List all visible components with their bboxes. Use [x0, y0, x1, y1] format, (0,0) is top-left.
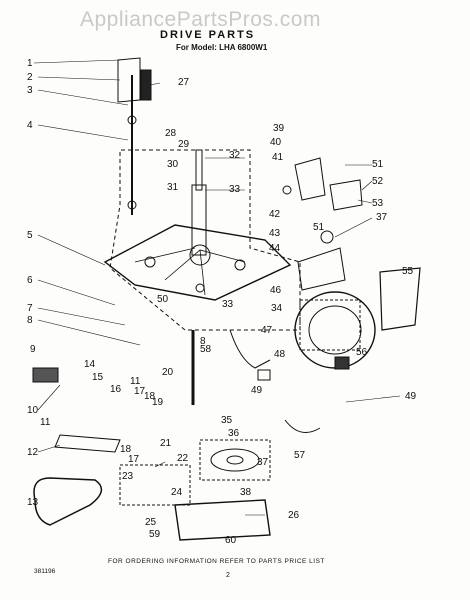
motor-bracket: [297, 247, 346, 291]
callout-17b: 17: [128, 454, 140, 465]
callout-8b: 8: [200, 336, 206, 347]
callout-25: 25: [145, 517, 157, 528]
callout-58: 58: [200, 344, 212, 355]
callout-49a: 49: [251, 385, 263, 396]
callout-9: 9: [30, 344, 36, 355]
callout-11b: 11: [130, 376, 141, 387]
callout-5: 5: [27, 230, 33, 241]
callout-21: 21: [160, 438, 172, 449]
callout-46: 46: [270, 285, 282, 296]
callout-52: 52: [372, 176, 384, 187]
callout-11: 11: [40, 417, 51, 428]
callout-47: 47: [261, 325, 273, 336]
callout-32: 32: [229, 150, 241, 161]
callout-15: 15: [92, 372, 104, 383]
top-bracket: [117, 57, 141, 103]
callout-7: 7: [27, 303, 33, 314]
callout-18b: 18: [120, 444, 132, 455]
callout-22: 22: [177, 453, 189, 464]
callout-27: 27: [178, 77, 190, 88]
callout-51b: 51: [313, 222, 325, 233]
callout-18a: 18: [144, 391, 156, 402]
callout-38: 38: [240, 487, 252, 498]
callout-6: 6: [27, 275, 33, 286]
callout-44: 44: [269, 243, 281, 254]
switch-9: [32, 367, 59, 383]
callout-2: 2: [27, 72, 33, 83]
callout-51a: 51: [372, 159, 384, 170]
callout-28: 28: [165, 128, 177, 139]
callout-37b: 37: [376, 212, 388, 223]
callout-19: 19: [152, 397, 164, 408]
brake-lever-bar: [54, 434, 121, 453]
callout-17a: 17: [134, 386, 146, 397]
callout-20: 20: [162, 367, 174, 378]
callout-33a: 33: [229, 184, 241, 195]
callout-56: 56: [356, 347, 368, 358]
drive-pulley: [210, 448, 260, 472]
callout-4: 4: [27, 120, 33, 131]
callout-29: 29: [178, 139, 190, 150]
callout-48: 48: [274, 349, 286, 360]
callout-41: 41: [272, 152, 284, 163]
callout-3: 3: [27, 85, 33, 96]
motor-shield: [379, 267, 421, 331]
callout-8: 8: [27, 315, 33, 326]
callout-50: 50: [157, 294, 169, 305]
callout-39: 39: [273, 123, 285, 134]
callout-43: 43: [269, 228, 281, 239]
callout-26: 26: [288, 510, 300, 521]
callout-33b: 33: [222, 299, 234, 310]
dashed-assembly-outline: [109, 149, 301, 331]
callout-14: 14: [84, 359, 96, 370]
callout-31: 31: [167, 182, 179, 193]
callout-59: 59: [149, 529, 161, 540]
part-27-bar: [140, 69, 152, 101]
watermark: AppliancePartsPros.com: [80, 8, 321, 31]
mounting-platform: [103, 224, 292, 301]
drive-shaft-column: [191, 184, 207, 256]
part-47: [257, 369, 271, 381]
part-52: [329, 179, 363, 211]
callout-10: 10: [27, 405, 39, 416]
footer-ordering-note: FOR ORDERING INFORMATION REFER TO PARTS …: [108, 558, 325, 565]
motor-clamp: [284, 419, 321, 433]
document-code: 381196: [34, 568, 56, 575]
callout-40: 40: [270, 137, 282, 148]
model-line: For Model: LHA 6800W1: [176, 43, 268, 52]
callout-16: 16: [110, 384, 122, 395]
callout-35: 35: [221, 415, 233, 426]
hose-34: [229, 329, 271, 369]
callout-12: 12: [27, 447, 39, 458]
diagram-title: DRIVE PARTS: [160, 29, 256, 41]
callout-36: 36: [228, 428, 240, 439]
callout-13: 13: [27, 497, 39, 508]
capacitor-56: [334, 356, 350, 370]
callout-30: 30: [167, 159, 179, 170]
callout-23: 23: [122, 471, 134, 482]
pump-bracket: [294, 157, 326, 201]
gearcase: [174, 499, 271, 541]
callout-57: 57: [294, 450, 306, 461]
drive-belt: [33, 477, 103, 526]
callout-24: 24: [171, 487, 183, 498]
callout-37a: 37: [257, 457, 269, 468]
callout-60: 60: [225, 535, 237, 546]
callout-1: 1: [27, 58, 33, 69]
callout-55: 55: [402, 266, 414, 277]
callout-34: 34: [271, 303, 283, 314]
callout-53: 53: [372, 198, 384, 209]
page-number: 2: [226, 572, 230, 579]
clutch-group-box: [119, 464, 191, 506]
callout-42: 42: [269, 209, 281, 220]
callout-49b: 49: [405, 391, 417, 402]
